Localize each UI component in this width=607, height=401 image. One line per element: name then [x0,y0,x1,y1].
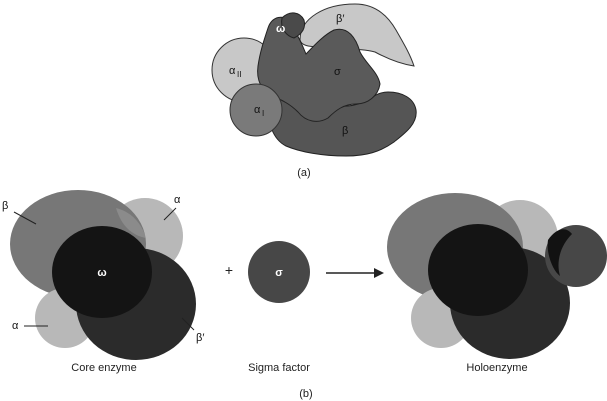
core-enzyme: β α ω α β′ Core enzyme [2,190,204,374]
core-beta-label: β [2,200,8,212]
structure-a: ω β′ α II α I σ β (a) [211,3,417,179]
holoenzyme-caption: Holoenzyme [466,362,527,374]
core-alpha-bottom-label: α [12,320,19,332]
panel-label-a: (a) [297,167,310,179]
sigma-factor-circle [248,241,310,303]
holo-sigma-overlap [547,229,572,276]
alpha-i-symbol: α [254,104,261,116]
core-omega-label: ω [97,267,106,279]
sigma-factor: σ Sigma factor [248,241,310,374]
arrow-head-icon [374,268,384,278]
alpha-ii-subscript: II [237,70,241,79]
beta-prime-label-a: β′ [336,13,344,25]
omega-label-a: ω [276,23,285,35]
core-enzyme-caption: Core enzyme [71,362,136,374]
omega-subunit-shape [281,12,305,39]
plus-sign: + [225,262,233,278]
core-omega-ellipse [52,226,152,318]
sigma-label-a: σ [334,66,341,78]
panel-label-b: (b) [299,388,312,400]
alpha-i-label-a: α I [254,104,264,118]
beta-label-a: β [342,125,348,137]
holoenzyme: Holoenzyme [387,193,607,374]
core-overlap-tint [116,208,146,238]
holo-omega-ellipse [428,224,528,316]
alpha-i-circle [229,83,283,137]
sigma-factor-symbol: σ [275,267,283,279]
alpha-i-subscript: I [262,109,264,118]
reaction-arrow [326,268,384,278]
alpha-ii-label-a: α II [229,65,241,79]
alpha-ii-symbol: α [229,65,236,77]
beta-leader-line [13,211,37,225]
alpha-top-leader-line [163,207,177,221]
core-alpha-top-label: α [174,194,181,206]
sigma-factor-caption: Sigma factor [248,362,310,374]
core-beta-prime-label: β′ [196,332,204,344]
beta-prime-leader-line [181,317,195,331]
